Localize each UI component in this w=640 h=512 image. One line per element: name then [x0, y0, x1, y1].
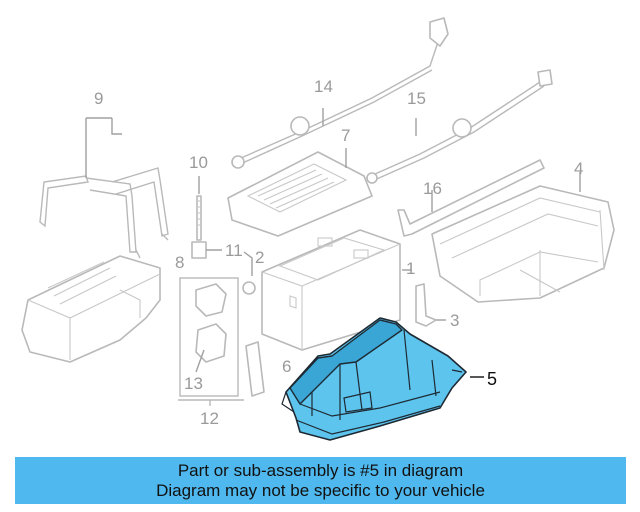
parts-diagram: 1 2 3 4 5 6 7 8 9 10 11 12 13 14 15 16	[21, 17, 615, 441]
part-9-frame	[39, 117, 169, 259]
callout-6: 6	[282, 357, 291, 376]
callout-4: 4	[574, 159, 583, 178]
part-1-battery	[261, 229, 412, 351]
part-5-tray-highlighted	[281, 317, 484, 441]
part-14-cable	[231, 17, 449, 169]
notice-line-1: Part or sub-assembly is #5 in diagram	[177, 460, 464, 480]
part-4-tray	[431, 172, 615, 303]
callout-5: 5	[487, 369, 497, 389]
callout-13: 13	[184, 374, 203, 393]
callout-7: 7	[341, 126, 350, 145]
part-10-bolt	[191, 176, 253, 276]
callout-10: 10	[189, 153, 208, 172]
part-12-box	[179, 277, 239, 397]
part-3-clamp	[415, 283, 446, 327]
callout-11: 11	[225, 241, 243, 260]
callout-8: 8	[175, 253, 184, 272]
notice-banner: Part or sub-assembly is #5 in diagram Di…	[15, 457, 626, 504]
notice-line-2: Diagram may not be specific to your vehi…	[156, 480, 485, 500]
callout-3: 3	[450, 311, 459, 330]
part-8-cover	[21, 255, 161, 363]
callout-9: 9	[94, 89, 103, 108]
part-16-bracket	[397, 159, 545, 237]
callout-2: 2	[255, 248, 264, 267]
part-12-group	[178, 277, 265, 406]
part-7-top-cover	[227, 148, 373, 237]
part-15-cable	[365, 69, 553, 184]
callout-14: 14	[314, 77, 333, 96]
callout-15: 15	[407, 89, 426, 108]
callout-1: 1	[406, 259, 415, 278]
callout-12: 12	[200, 409, 219, 428]
callout-16: 16	[423, 179, 442, 198]
